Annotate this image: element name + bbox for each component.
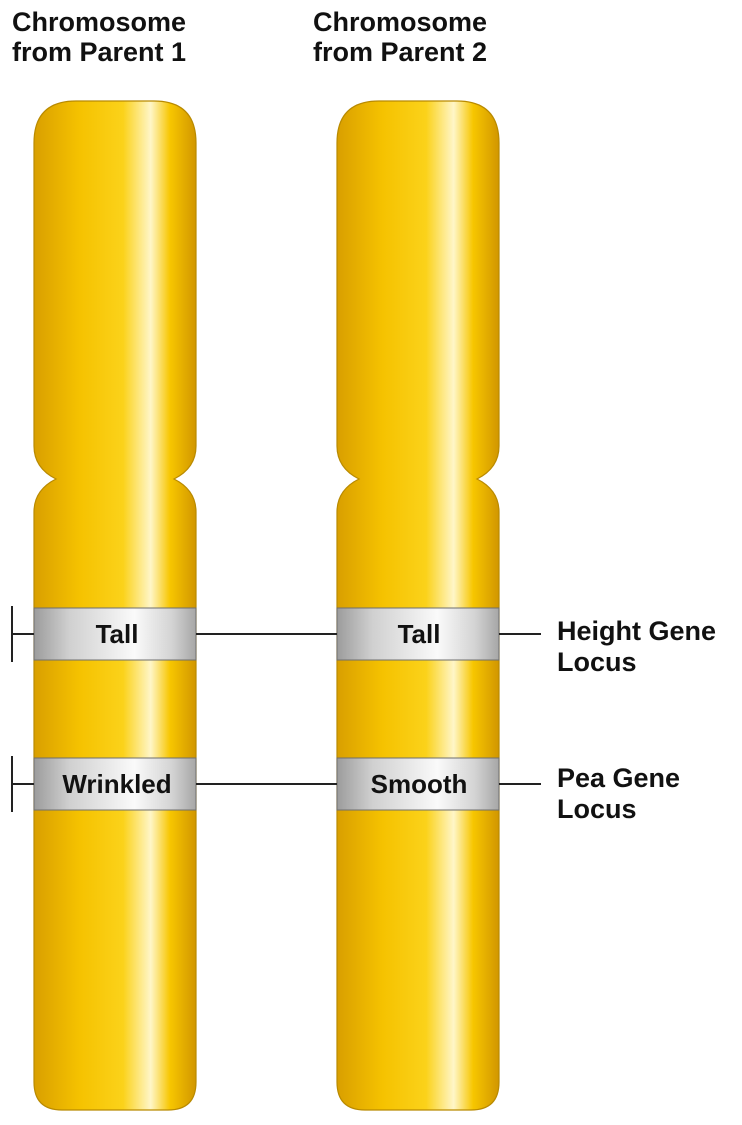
- height-gene-locus-label-line1: Height Gene: [557, 616, 716, 647]
- chromosome-parent2-body: [337, 101, 499, 1110]
- chromosome-parent1: Tall Wrinkled: [34, 101, 196, 1110]
- chromosome-parent1-body: [34, 101, 196, 1110]
- band-parent2-height: Tall: [337, 608, 499, 660]
- band-parent2-pea: Smooth: [337, 758, 499, 810]
- allele-label-parent2-pea: Smooth: [371, 769, 468, 799]
- band-parent1-height: Tall: [34, 608, 196, 660]
- allele-label-parent1-pea: Wrinkled: [62, 769, 171, 799]
- allele-label-parent2-height: Tall: [398, 619, 441, 649]
- chromosome-parent2: Tall Smooth: [337, 101, 499, 1110]
- height-gene-locus-label-line2: Locus: [557, 647, 716, 678]
- allele-label-parent1-height: Tall: [96, 619, 139, 649]
- pea-gene-locus-label-line1: Pea Gene: [557, 763, 680, 794]
- pea-gene-locus-label: Pea Gene Locus: [557, 763, 680, 825]
- band-parent1-pea: Wrinkled: [34, 758, 196, 810]
- height-gene-locus-label: Height Gene Locus: [557, 616, 716, 678]
- pea-gene-locus-label-line2: Locus: [557, 794, 680, 825]
